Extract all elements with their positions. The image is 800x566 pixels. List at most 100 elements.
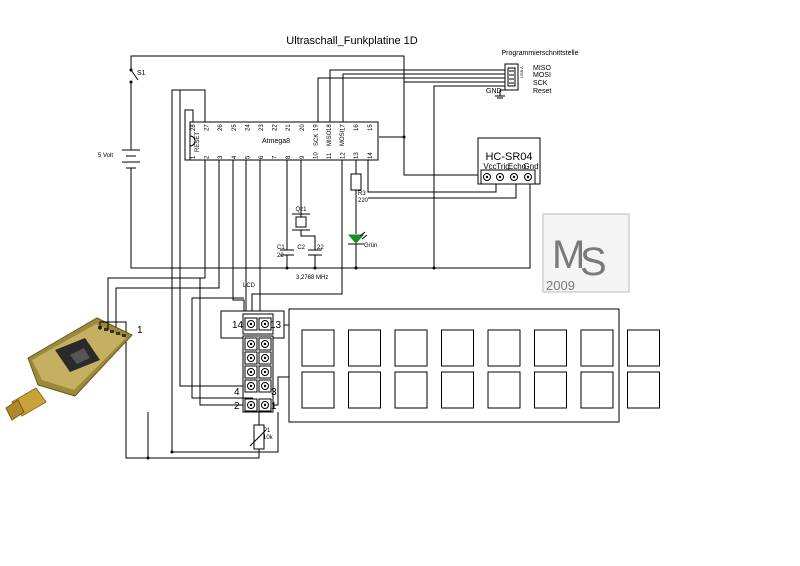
mcu-sig-miso: MISO — [327, 130, 333, 146]
mcu-top-pin-24: 24 — [245, 124, 251, 131]
prog-gnd-label: GND — [486, 88, 502, 95]
battery — [122, 149, 140, 169]
logo-letter-s: S — [580, 240, 607, 284]
c2-label: C2 — [297, 245, 305, 251]
lcd-cell-bottom-3 — [394, 371, 428, 409]
mcu-bottom-pin-7: 7 — [273, 155, 279, 159]
mcu-reset-label: RESET — [195, 132, 201, 152]
lcd-pin-4: 4 — [234, 387, 240, 398]
lcd-pad-hole-3-0 — [249, 370, 253, 374]
poti-value: 10k — [263, 435, 274, 441]
ground-symbol — [495, 90, 505, 99]
lcd-digits — [301, 329, 660, 409]
lcd-pin-2: 2 — [234, 401, 240, 412]
c1-value: 22 — [277, 253, 284, 259]
mcu-bottom-pin-12: 12 — [341, 152, 347, 159]
prog-signal-miso: MISO — [533, 65, 551, 72]
sensor-pad-hole-4 — [526, 175, 530, 179]
lcd-pad-hole-5-0 — [249, 403, 253, 407]
sensor-name: HC-SR04 — [485, 151, 532, 163]
mcu-bottom-pin-10: 10 — [313, 152, 319, 159]
logo-ms-2009: M S 2009 — [542, 213, 630, 293]
mcu-bottom-pin-5: 5 — [245, 155, 251, 159]
r3-label: R3 — [358, 191, 366, 197]
c1-label: C1 — [277, 245, 285, 251]
sensor-pad-hole-2 — [498, 175, 502, 179]
lcd-pad-hole-4-1 — [263, 384, 267, 388]
lcd-cell-top-1 — [301, 329, 335, 367]
lcd-pad-hole-0-0 — [249, 322, 253, 326]
mcu-top-pin-15: 15 — [368, 124, 374, 131]
sensor-pads — [483, 173, 532, 181]
mcu-bottom-pin-6: 6 — [259, 155, 265, 159]
lcd-pad-hole-1-1 — [263, 342, 267, 346]
lcd-pin-13: 13 — [270, 320, 282, 331]
radio-pin-label: 1 — [137, 325, 143, 336]
mcu-top-pin-19: 19 — [313, 124, 319, 131]
mcu-sig-mosi: MOSI — [340, 130, 346, 146]
lcd-cell-bottom-6 — [534, 371, 567, 409]
mcu-top-pin-26: 26 — [218, 124, 224, 131]
mcu-bottom-pin-4: 4 — [232, 155, 238, 159]
mcu-bottom-pin-2: 2 — [205, 155, 211, 159]
lcd-pin-1: 1 — [271, 401, 277, 412]
switch-s1 — [129, 58, 139, 90]
lcd-pad-hole-0-1 — [263, 322, 267, 326]
poti-label: P1 — [263, 428, 271, 434]
atmega8-chip — [189, 121, 379, 161]
mcu-bottom-pin-1: 1 — [191, 155, 197, 159]
lcd-label: LCD — [243, 283, 256, 289]
lcd-pad-hole-2-1 — [263, 356, 267, 360]
mcu-top-pin-16: 16 — [354, 124, 360, 131]
lcd-cell-top-4 — [441, 329, 474, 367]
prog-signal-reset: Reset — [533, 88, 551, 95]
switch-label: S1 — [137, 70, 146, 77]
lcd-cell-top-2 — [348, 329, 381, 367]
lcd-cell-top-6 — [534, 329, 567, 367]
lcd-pad-hole-3-1 — [263, 370, 267, 374]
logo-year: 2009 — [546, 278, 575, 293]
lcd-pad-hole-1-0 — [249, 342, 253, 346]
led-label: Grün — [364, 243, 377, 249]
lcd-pin-14: 14 — [232, 320, 244, 331]
programmer-connector: USB A — [504, 63, 524, 91]
sensor-pad-hole-3 — [512, 175, 516, 179]
lcd-cell-top-7 — [580, 329, 614, 367]
sensor-pin-trig: Trig — [496, 162, 509, 171]
mcu-bottom-pin-11: 11 — [327, 152, 333, 159]
mcu-bottom-pin-8: 8 — [286, 155, 292, 159]
lcd-cell-bottom-7 — [580, 371, 614, 409]
mcu-top-pin-28: 28 — [191, 124, 197, 131]
r3-value: 220 — [358, 198, 369, 204]
mcu-bottom-pin-14: 14 — [368, 152, 374, 159]
lcd-cell-bottom-1 — [301, 371, 335, 409]
mcu-top-pin-20: 20 — [300, 124, 306, 131]
lcd-cell-top-8 — [627, 329, 660, 367]
lcd-pads — [244, 317, 272, 412]
resistor-r3 — [350, 173, 362, 191]
logo-letter-m: M — [552, 233, 585, 277]
radio-module-image — [5, 317, 133, 421]
lcd-pad-hole-5-1 — [263, 403, 267, 407]
crystal-frequency: 3,2768 MHz — [296, 275, 328, 281]
sensor-pad-hole-1 — [485, 175, 489, 179]
mcu-top-pin-21: 21 — [286, 124, 292, 131]
sensor-pin-gnd: Gnd — [523, 162, 538, 171]
mcu-sig-sck: SCK — [314, 134, 320, 146]
lcd-cell-bottom-4 — [441, 371, 474, 409]
prog-signal-sck: SCK — [533, 80, 548, 87]
battery-label: 5 Volt — [98, 153, 113, 159]
crystal-label: Qz1 — [295, 207, 307, 213]
usb-label: USB A — [519, 66, 524, 78]
mcu-top-pin-22: 22 — [273, 124, 279, 131]
lcd-cell-bottom-5 — [487, 371, 521, 409]
lcd-cell-top-5 — [487, 329, 521, 367]
mcu-bottom-pin-3: 3 — [218, 155, 224, 159]
lcd-cell-bottom-2 — [348, 371, 381, 409]
sensor-pin-echo: Echo — [508, 162, 527, 171]
lcd-pad-hole-2-0 — [249, 356, 253, 360]
mcu-top-pin-25: 25 — [232, 124, 238, 131]
